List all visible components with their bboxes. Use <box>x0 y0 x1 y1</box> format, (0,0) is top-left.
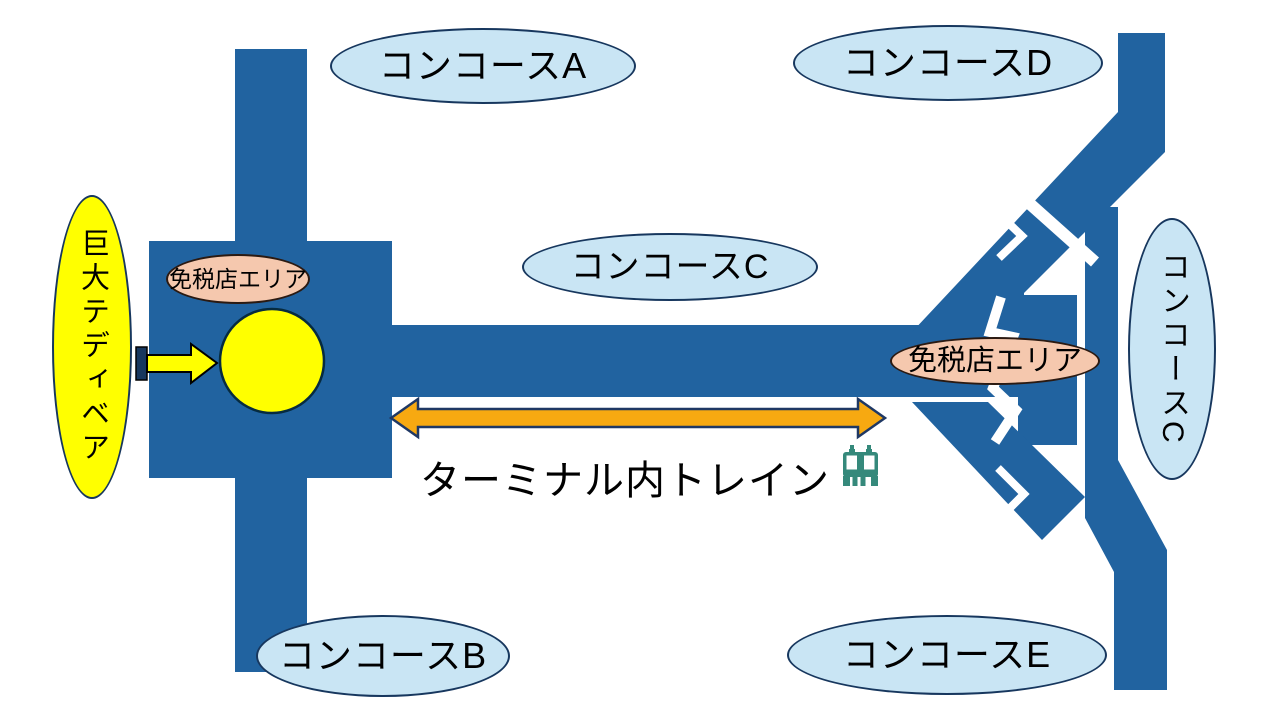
concourse-c-right-label: コンコースC <box>1156 251 1189 447</box>
entrance-arrow <box>135 342 219 386</box>
notch-upper-arm <box>996 211 1028 261</box>
duty-free-left-bubble: 免税店エリア <box>166 254 310 304</box>
train-icon <box>843 445 878 486</box>
concourse-d-label: コンコースD <box>842 42 1054 83</box>
duty-free-right-label: 免税店エリア <box>907 344 1082 377</box>
notch-lower-arm <box>995 465 1030 523</box>
concourse-a-label: コンコースA <box>378 45 588 86</box>
concourse-c-center-bubble: コンコースC <box>522 233 818 301</box>
train-route-arrow <box>388 396 888 440</box>
concourse-e-label: コンコースE <box>842 634 1052 675</box>
teddy-bear-bubble: 巨大テディベア <box>52 195 132 499</box>
entrance-arrow-head <box>146 342 219 386</box>
concourse-c-right-bubble: コンコースC <box>1128 218 1216 480</box>
concourse-b-label: コンコースB <box>278 635 488 676</box>
gap-upper-arm <box>1016 190 1099 267</box>
entrance-arrow-tail <box>135 346 148 381</box>
concourse-b-bubble: コンコースB <box>256 615 510 697</box>
duty-free-right-bubble: 免税店エリア <box>890 337 1100 385</box>
train-route-label: ターミナル内トレイン <box>420 459 830 503</box>
duty-free-left-label: 免税店エリア <box>169 265 307 292</box>
concourse-c-right-arm <box>1085 207 1167 690</box>
teddy-bear-label: 巨大テディベア <box>76 228 109 466</box>
landmark-circle <box>218 307 326 415</box>
concourse-a-bubble: コンコースA <box>330 28 636 104</box>
main-corridor <box>392 325 920 397</box>
concourse-d-bubble: コンコースD <box>793 25 1103 101</box>
concourse-e-bubble: コンコースE <box>787 615 1107 695</box>
concourse-c-center-label: コンコースC <box>570 248 770 286</box>
